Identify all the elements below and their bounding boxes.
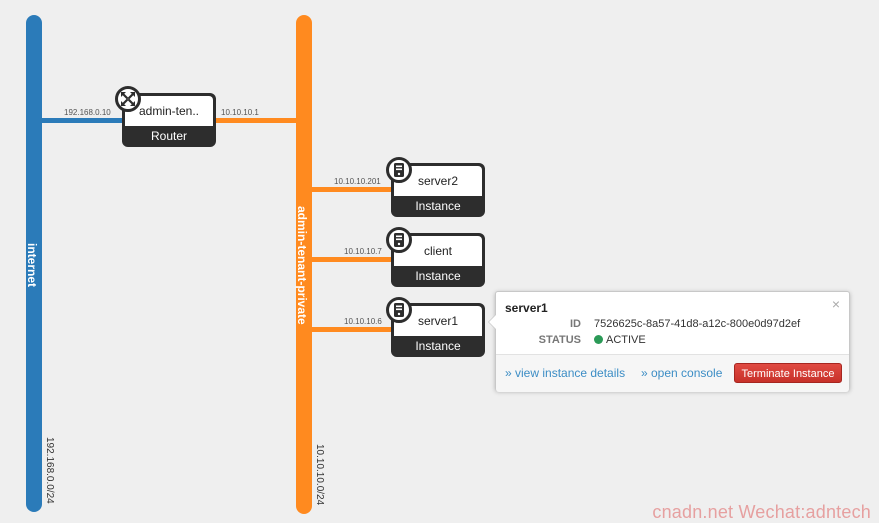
router-internal-link	[212, 118, 298, 123]
router-icon	[115, 86, 141, 112]
instance-link	[310, 327, 394, 332]
instance-link	[310, 187, 394, 192]
instance-ip: 10.10.10.201	[334, 177, 381, 186]
router-external-ip: 192.168.0.10	[64, 108, 111, 117]
id-label: ID	[570, 318, 581, 330]
router-external-link	[40, 118, 126, 123]
private-network-bar[interactable]: admin-tenant-private	[295, 15, 312, 514]
external-network-label: internet	[25, 243, 39, 288]
status-value-wrap: ACTIVE	[594, 334, 646, 346]
popup-title: server1	[505, 301, 548, 315]
external-network-bar[interactable]: internet	[25, 15, 42, 512]
popup-arrow	[488, 314, 496, 330]
popup-footer: » view instance details » open console T…	[496, 354, 849, 392]
terminate-instance-button[interactable]: Terminate Instance	[734, 363, 842, 383]
watermark: cnadn.net Wechat:adntech	[652, 502, 871, 522]
instance-type-label: Instance	[415, 269, 461, 283]
open-console-link[interactable]: » open console	[641, 366, 723, 380]
private-network-cidr: 10.10.10.0/24	[314, 444, 325, 506]
status-active-icon	[594, 335, 603, 344]
instance-type-label: Instance	[415, 199, 461, 213]
instance-type-label: Instance	[415, 339, 461, 353]
instance-ip: 10.10.10.7	[344, 247, 382, 256]
instance-link	[310, 257, 394, 262]
server-icon	[386, 227, 412, 253]
view-instance-details-link[interactable]: » view instance details	[505, 366, 626, 380]
status-value: ACTIVE	[606, 334, 646, 346]
instance-node-server1[interactable]: server1 Instance	[391, 303, 485, 357]
router-internal-ip: 10.10.10.1	[221, 108, 259, 117]
server-icon	[386, 297, 412, 323]
close-icon[interactable]: ×	[831, 296, 840, 312]
status-label: STATUS	[538, 334, 581, 346]
private-network-label: admin-tenant-private	[295, 206, 309, 325]
server-icon	[386, 157, 412, 183]
router-type-label: Router	[150, 129, 188, 143]
instance-ip: 10.10.10.6	[344, 317, 382, 326]
id-value: 7526625c-8a57-41d8-a12c-800e0d97d2ef	[594, 318, 801, 330]
external-network-cidr: 192.168.0.0/24	[44, 437, 55, 504]
instance-detail-popup: server1 × ID 7526625c-8a57-41d8-a12c-800…	[488, 291, 850, 392]
